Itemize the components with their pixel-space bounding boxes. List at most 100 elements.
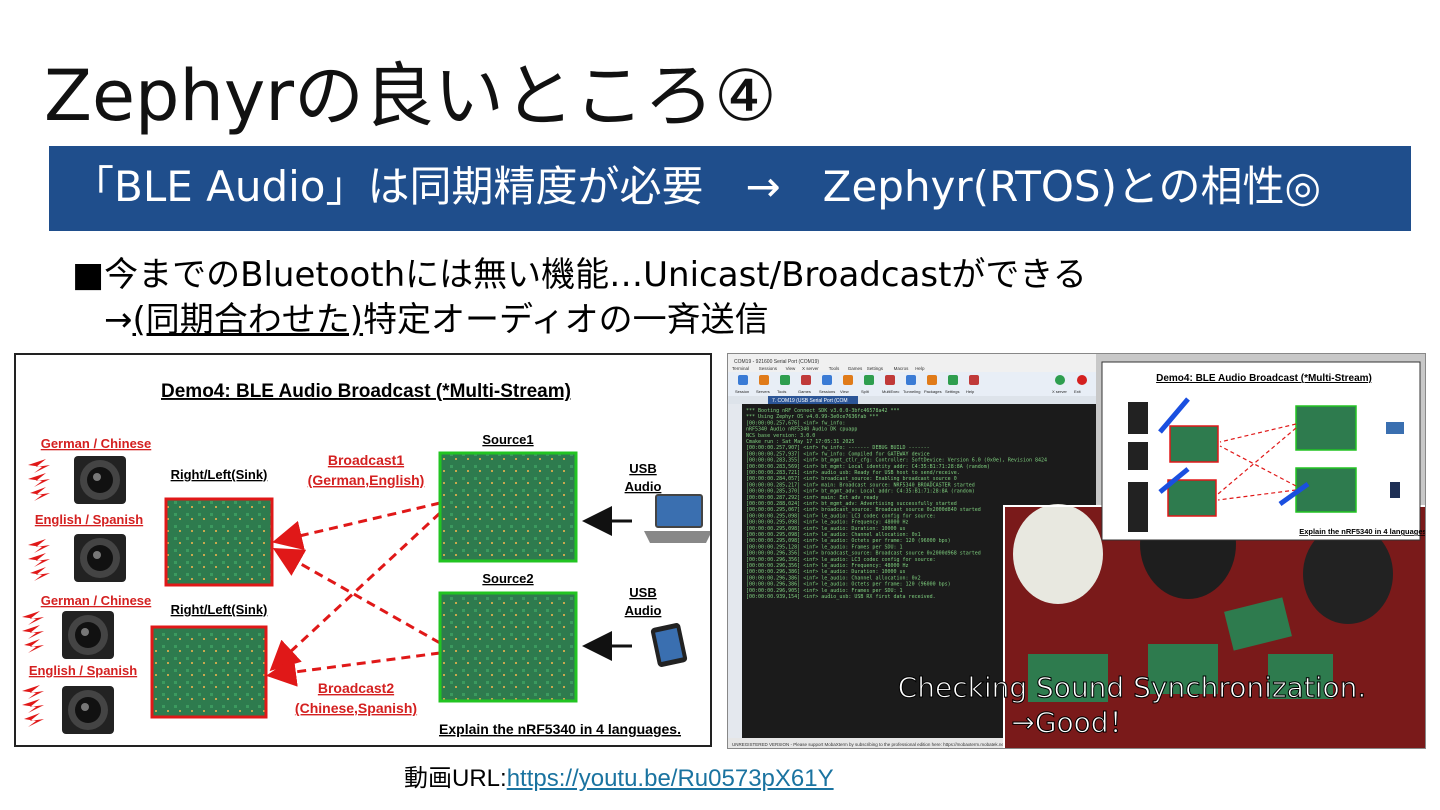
video-url-line: 動画URL:https://youtu.be/Ru0573pX61Y xyxy=(404,762,834,796)
terminal-menu-item[interactable]: Terminal xyxy=(732,366,749,371)
tablet-icon xyxy=(650,622,688,667)
source2-label: Source2 xyxy=(482,571,533,586)
toolbar-button[interactable]: Split xyxy=(861,389,870,394)
terminal-log-line: [00:00:00.296,905] <inf> le_audio: Frame… xyxy=(746,588,903,594)
toolbar-button[interactable]: Packages xyxy=(924,389,942,394)
terminal-log-line: [00:00:00.295,098] <inf> le_audio: Frequ… xyxy=(746,520,909,526)
terminal-menu-item[interactable]: Sessions xyxy=(759,366,778,371)
terminal-log-line: [00:00:00.283,721] <inf> audio_usb: Read… xyxy=(746,470,960,476)
toolbar-button[interactable]: Tools xyxy=(777,389,786,394)
video-url-link[interactable]: https://youtu.be/Ru0573pX61Y xyxy=(507,765,834,792)
usb-label-1: USB xyxy=(629,461,656,476)
toolbar-button[interactable]: View xyxy=(840,389,849,394)
inset-title: Demo4: BLE Audio Broadcast (*Multi-Strea… xyxy=(1156,373,1372,384)
toolbar-button[interactable]: Help xyxy=(966,389,975,394)
terminal-log-line: [00:00:00.283,569] <inf> bt_mgmt: Local … xyxy=(746,464,990,470)
terminal-side-panel xyxy=(728,404,742,738)
demo-footer: Explain the nRF5340 in 4 languages. xyxy=(439,721,681,737)
bullet-sync-broadcast: →(同期合わせた)特定オーディオの一斉送信 xyxy=(104,297,769,343)
terminal-log-line: *** Booting nRF Connect SDK v3.0.0-3bfc4… xyxy=(746,408,900,414)
speaker-icon xyxy=(62,611,114,659)
arrow-s2-sink1 xyxy=(278,551,440,643)
terminal-log-line: [00:00:00.285,217] <inf> main: Broadcast… xyxy=(746,482,975,488)
terminal-log-line: [00:00:00.257,937] <inf> fw_info: Compil… xyxy=(746,451,930,457)
sound-wave-icon xyxy=(22,685,44,727)
source1-label: Source1 xyxy=(482,432,533,447)
slide-title: Zephyrの良いところ④ xyxy=(44,48,777,144)
toolbar-icon xyxy=(906,375,916,385)
toolbar-icon xyxy=(864,375,874,385)
terminal-menu-item[interactable]: Settings xyxy=(867,366,884,371)
terminal-log-line: Cmake run : Sat May 17 17:05:31 2025 xyxy=(746,439,854,445)
toolbar-icon xyxy=(927,375,937,385)
terminal-log-line: [00:00:00.296,356] <inf> le_audio: LC3 c… xyxy=(746,557,936,563)
terminal-log-line: [00:00:00.257,676] <inf> fw_info: xyxy=(746,420,845,426)
toolbar-button[interactable]: Tunneling xyxy=(903,389,920,394)
terminal-log-line: NCS base version: 3.0.0 xyxy=(746,433,815,439)
speaker-icon xyxy=(74,456,126,504)
sink-board-1 xyxy=(166,499,272,585)
terminal-menu: Terminal Sessions View X server Tools Games Se… xyxy=(732,366,925,371)
broadcast-arrows xyxy=(272,503,440,675)
bullet-arrow: → xyxy=(104,300,133,340)
toolbar-icon xyxy=(969,375,979,385)
demo-video-svg: COM19 - 921600 Serial Port (COM19) Termi… xyxy=(728,354,1426,749)
laptop-icon xyxy=(644,495,710,543)
demo-diagram: Demo4: BLE Audio Broadcast (*Multi-Strea… xyxy=(14,353,712,747)
terminal-menu-item[interactable]: Games xyxy=(848,366,863,371)
terminal-menu-item[interactable]: Macros xyxy=(894,366,910,371)
lang-label-2: English / Spanish xyxy=(35,512,143,527)
terminal-log-line: [00:00:00.287,292] <inf> main: Ext adv r… xyxy=(746,495,878,501)
arrow-s1-sink2 xyxy=(274,513,440,667)
broadcast1-label: Broadcast1 xyxy=(328,452,404,468)
toolbar-icon xyxy=(843,375,853,385)
overlay-caption-1: Checking Sound Synchronization. xyxy=(898,671,1367,704)
terminal-log-line: [00:00:00.296,386] <inf> le_audio: Chann… xyxy=(746,575,921,581)
arrow-s2-sink2 xyxy=(272,653,440,675)
terminal-menu-item[interactable]: Help xyxy=(915,366,925,371)
terminal-menu-item[interactable]: X server xyxy=(802,366,819,371)
toolbar-icon xyxy=(948,375,958,385)
terminal-log-line: [00:00:00.283,355] <inf> bt_mgmt_ctlr_cf… xyxy=(746,458,1047,464)
sink-board-2 xyxy=(152,627,266,717)
terminal-log-line: [00:00:00.295,067] <inf> broadcast_sourc… xyxy=(746,507,981,513)
toolbar-icon xyxy=(801,375,811,385)
toolbar-button[interactable]: MultiExec xyxy=(882,389,899,394)
usb-label-2: USB xyxy=(629,585,656,600)
toolbar-icon xyxy=(885,375,895,385)
terminal-log-line: [00:00:00.295,128] <inf> le_audio: Frame… xyxy=(746,544,903,550)
toolbar-button[interactable]: X server xyxy=(1052,389,1068,394)
usb-audio-label-1: Audio xyxy=(625,479,662,494)
toolbar-button[interactable]: Exit xyxy=(1074,389,1082,394)
toolbar-button[interactable]: Sessions xyxy=(819,389,835,394)
terminal-title: COM19 - 921600 Serial Port (COM19) xyxy=(734,359,819,365)
terminal-log-line: [00:00:00.296,356] <inf> le_audio: Frequ… xyxy=(746,563,909,569)
terminal-log-line: [00:00:00.296,386] <inf> le_audio: Durat… xyxy=(746,569,906,575)
toolbar-button[interactable]: Settings xyxy=(945,389,959,394)
source2-board xyxy=(440,593,576,701)
sound-wave-icon xyxy=(28,459,50,501)
terminal-log-line: [00:00:00.295,098] <inf> le_audio: LC3 c… xyxy=(746,513,936,519)
sound-wave-icon xyxy=(22,611,44,653)
terminal-log-line: *** Using Zephyr OS v4.0.99-3e0ce7636fab… xyxy=(746,414,878,420)
terminal-menu-item[interactable]: View xyxy=(786,366,796,371)
terminal-log-line: [00:00:00.295,098] <inf> le_audio: Chann… xyxy=(746,532,921,538)
toolbar-icon xyxy=(759,375,769,385)
bullet-underlined: (同期合わせた) xyxy=(133,300,364,340)
source1-board xyxy=(440,453,576,561)
inset-footer: Explain the nRF5340 in 4 languages. xyxy=(1299,527,1426,536)
terminal-log-line: [00:00:00.284,057] <inf> broadcast_sourc… xyxy=(746,476,957,482)
xserver-icon xyxy=(1055,375,1065,385)
toolbar-button[interactable]: Servers xyxy=(756,389,770,394)
terminal-log-line: [00:00:00.295,098] <inf> le_audio: Octet… xyxy=(746,538,951,544)
terminal-statusbar-text: UNREGISTERED VERSION - Please support Mo… xyxy=(732,742,1006,747)
broadcast2-label: Broadcast2 xyxy=(318,680,394,696)
toolbar-button[interactable]: Games xyxy=(798,389,811,394)
terminal-log-line: [00:00:00.939,154] <inf> audio_usb: USB … xyxy=(746,594,936,600)
broadcast2-langs: (Chinese,Spanish) xyxy=(295,700,417,716)
overlay-caption-2: →Good！ xyxy=(1011,706,1136,739)
toolbar-button[interactable]: Session xyxy=(735,389,749,394)
terminal-menu-item[interactable]: Tools xyxy=(829,366,840,371)
banner-text: 「BLE Audio」は同期精度が必要 → Zephyr(RTOS)との相性◎ xyxy=(72,155,1321,219)
bullet-rest: 特定オーディオの一斉送信 xyxy=(363,300,769,340)
